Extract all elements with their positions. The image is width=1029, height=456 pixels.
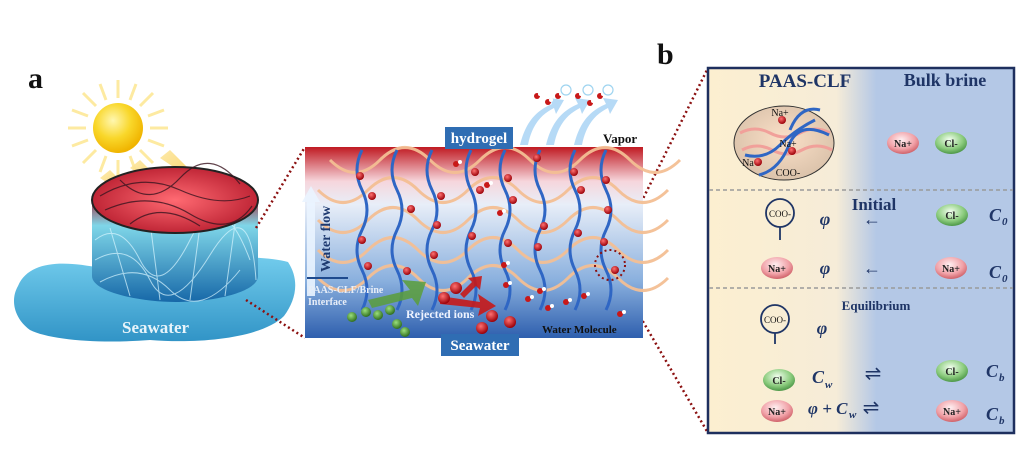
paas-clf-title: PAAS-CLF: [759, 71, 852, 92]
eq-cl-right-label: Cl-: [945, 367, 958, 378]
initial-na-right-label: Na+: [942, 264, 960, 275]
interface-label-line1: PAAS-CLF/Brine: [308, 285, 384, 296]
equilibrium-title: Equilibrium: [842, 298, 911, 313]
bulk-cl-ion: [935, 132, 967, 154]
initial-phi-2: φ: [820, 258, 831, 278]
eq-na-right-conc-sub: b: [999, 415, 1005, 427]
network-label-na-2: Na+: [779, 139, 797, 150]
panel-label-a: a: [28, 62, 43, 95]
initial-phi-1: φ: [820, 209, 831, 229]
initial-na-conc-sub: 0: [1002, 273, 1008, 285]
eq-arrow-2: ⇌: [863, 397, 880, 419]
hydrogel-tag: [445, 127, 513, 149]
water-flow-label: Water flow: [319, 205, 334, 272]
eq-na-left-conc: φ + C: [808, 399, 848, 418]
eq-na-ion-right: [936, 400, 968, 422]
sun-icon: [68, 80, 168, 178]
eq-phi: φ: [817, 318, 828, 338]
bulk-cl-label: Cl-: [944, 139, 957, 150]
initial-na-conc: C: [989, 262, 1002, 282]
eq-na-left-conc-sub: w: [849, 409, 857, 421]
initial-arrow-2: ←: [863, 258, 881, 278]
bulk-na-label: Na+: [894, 139, 912, 150]
initial-cl-conc-sub: 0: [1002, 216, 1008, 228]
eq-coo-label: COO-: [764, 315, 786, 325]
eq-arrow-1: ⇌: [865, 363, 882, 385]
initial-na-ion-right: [935, 257, 967, 279]
eq-cl-ion-right: [936, 360, 968, 382]
water-molecule-label: Water Molecule: [542, 324, 617, 336]
network-label-na-1: Na+: [771, 108, 789, 119]
seawater-tag: [441, 334, 519, 356]
initial-arrow-1: ←: [863, 209, 881, 229]
coo-fixed-charge-icon: [765, 198, 795, 240]
eq-cl-left-label: Cl-: [772, 376, 785, 387]
rejected-ions-label: Rejected ions: [406, 307, 475, 321]
vapor-arrows: [520, 98, 618, 145]
polymer-network-icon: [733, 105, 835, 181]
eq-na-ion-left: [761, 400, 793, 422]
eq-na-left-label: Na+: [768, 407, 786, 418]
bulk-na-ion: [887, 132, 919, 154]
eq-coo-fixed-charge-icon: [760, 304, 790, 344]
network-label-na-3: Na: [742, 158, 754, 169]
hydrogel-schematic: [302, 146, 682, 338]
eq-cl-right-conc-sub: b: [999, 372, 1005, 384]
eq-na-right-conc: C: [986, 404, 999, 424]
hydrogel-tag-label: hydrogel: [451, 131, 507, 147]
device-illustration: [91, 162, 259, 302]
seawater-tag-label: Seawater: [450, 338, 509, 354]
eq-cl-ion-left: [763, 369, 795, 391]
eq-na-right-label: Na+: [943, 407, 961, 418]
eq-cl-left-conc: C: [812, 367, 825, 387]
initial-cl-label: Cl-: [945, 211, 958, 222]
initial-coo-label: COO-: [769, 209, 791, 219]
panel-label-b: b: [657, 38, 674, 71]
network-label-coo: COO-: [776, 168, 800, 179]
initial-title: Initial: [852, 195, 897, 214]
eq-cl-left-conc-sub: w: [825, 379, 833, 391]
eq-cl-right-conc: C: [986, 361, 999, 381]
vapor-molecules: [534, 84, 614, 106]
interface-label-line2: Interface: [308, 297, 347, 308]
initial-cl-ion: [936, 204, 968, 226]
initial-cl-conc: C: [989, 205, 1002, 225]
vapor-label: Vapor: [603, 131, 637, 146]
device-caption-seawater: Seawater: [122, 318, 189, 337]
initial-na-left-label: Na+: [768, 264, 786, 275]
initial-na-ion-left: [761, 257, 793, 279]
bulk-brine-title: Bulk brine: [904, 70, 987, 90]
